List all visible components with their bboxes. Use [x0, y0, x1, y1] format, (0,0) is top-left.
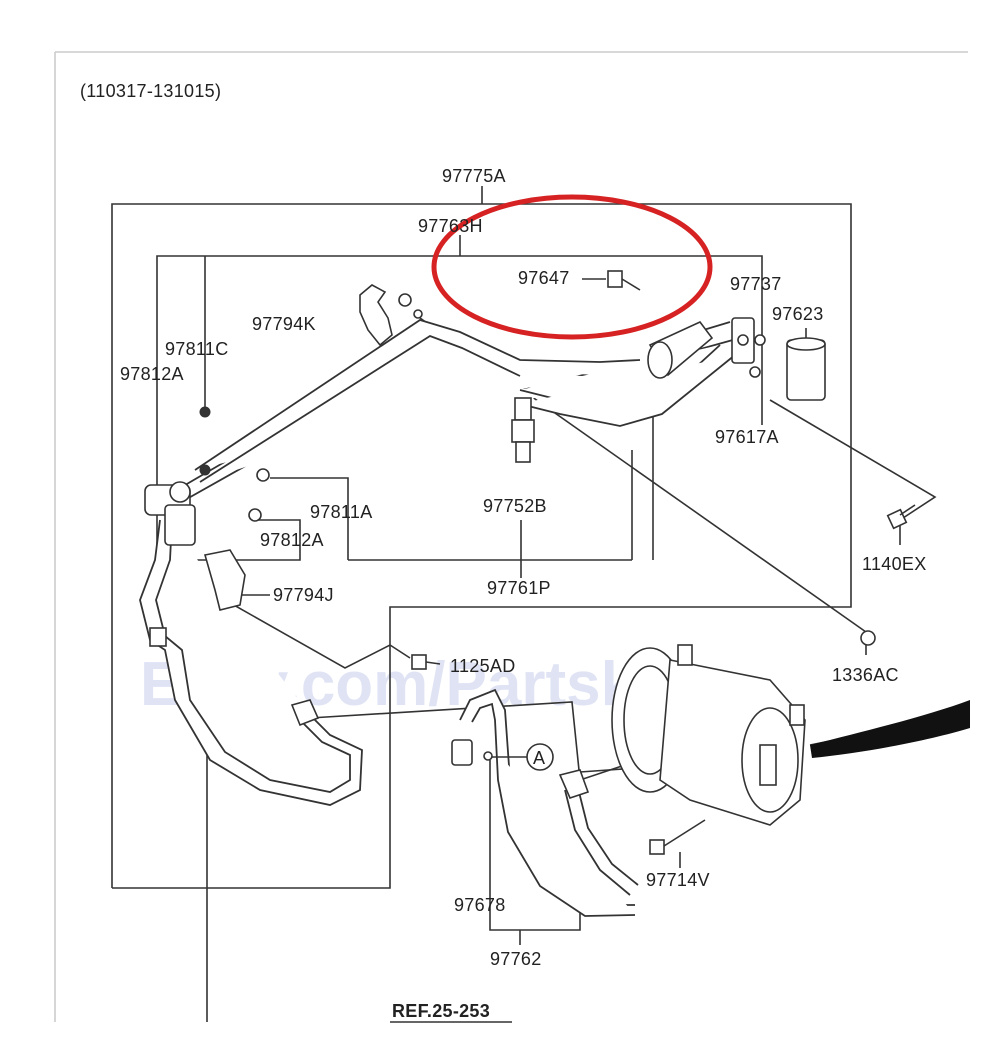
part-label-1140EX: 1140EX [862, 554, 927, 574]
part-label-97812A-top: 97812A [120, 364, 184, 384]
part-label-97647: 97647 [518, 268, 570, 288]
hose-end-fittings [149, 627, 590, 799]
part-label-97763H: 97763H [418, 216, 483, 236]
hose-assembly [139, 319, 741, 917]
part-label-97812A-bottom: 97812A [260, 530, 324, 550]
part-label-97762: 97762 [490, 949, 542, 969]
highlight-ellipse [431, 194, 713, 340]
orings [398, 293, 766, 761]
block-fitting [731, 317, 755, 364]
clamp-97794J [203, 549, 246, 611]
part-label-97617A: 97617A [715, 427, 779, 447]
bracket-97794K [359, 284, 393, 347]
part-label-97761P: 97761P [487, 578, 551, 598]
part-label-97752B: 97752B [483, 496, 547, 516]
part-label-97794K: 97794K [252, 314, 316, 334]
assembly-brackets [111, 186, 937, 1023]
callout-label-a: A [533, 748, 545, 768]
part-label-97678: 97678 [454, 895, 506, 915]
compressor [611, 644, 806, 826]
part-labels: 97775A 97763H 97647 97737 97623 97794K 9… [120, 166, 927, 1021]
part-label-97737: 97737 [730, 274, 782, 294]
compressor-cable [810, 700, 970, 758]
part-label-1125AD: 1125AD [450, 656, 516, 676]
part-label-97811A: 97811A [310, 502, 373, 522]
date-range-label: (110317-131015) [80, 81, 221, 101]
part-label-97794J: 97794J [273, 585, 334, 605]
part-label-97775A: 97775A [442, 166, 506, 186]
coupling-left [144, 481, 196, 546]
part-label-97714V: 97714V [646, 870, 710, 890]
bolts [199, 270, 916, 855]
receiver-drier-97623 [786, 337, 826, 401]
part-label-1336AC: 1336AC [832, 665, 899, 685]
sensor-97752B [511, 397, 535, 463]
reference-label: REF.25-253 [392, 1001, 490, 1021]
muffler-97623-area [647, 321, 714, 379]
part-label-97623: 97623 [772, 304, 824, 324]
part-label-97811C: 97811C [165, 339, 229, 359]
